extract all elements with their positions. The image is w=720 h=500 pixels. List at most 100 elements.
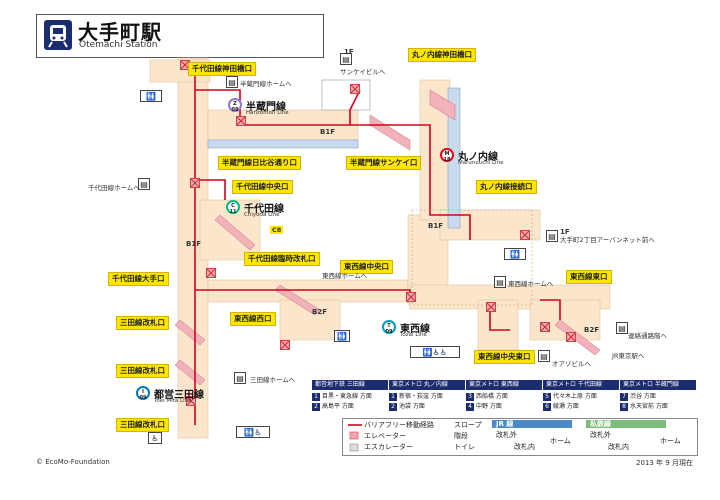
- legend-dest: 水天宮前 方面: [630, 403, 668, 410]
- legend-dest: 西船橋 方面: [476, 393, 508, 400]
- legend-num: 7: [620, 393, 628, 401]
- toilet-icon: 🚻♿: [236, 426, 270, 438]
- key-barrier-free: バリアフリー移動経路: [364, 421, 434, 429]
- note-sankei: サンケイビルへ: [340, 68, 386, 76]
- note-oazo: オアゾビルへ: [552, 360, 591, 368]
- note-renraku: 連絡通路階へ: [628, 332, 667, 340]
- exit-maru-kanda: 丸ノ内線神田橋口: [408, 48, 476, 62]
- marunouchi-line-en: Marunouchi Line: [458, 160, 504, 166]
- note-c8: C8: [270, 226, 284, 234]
- elevator-icon: [236, 116, 246, 126]
- exit-mita-3: 三田線改札口: [116, 418, 169, 432]
- elevator-sign-icon: ▤: [616, 322, 628, 334]
- exit-mita-2: 三田線改札口: [116, 364, 169, 378]
- legend-dest: 渋谷 方面: [630, 393, 656, 400]
- route-tozai-east: [489, 305, 510, 331]
- exit-tozai-west: 東西線西口: [230, 312, 276, 326]
- toilet-icon: 🚻: [334, 330, 350, 342]
- legend-num: 4: [466, 403, 474, 411]
- level-1f: 1F: [560, 228, 570, 236]
- legend-num: 8: [620, 403, 628, 411]
- legend-num: 5: [543, 393, 551, 401]
- mita-badge-icon: I 09: [136, 386, 150, 401]
- hanzomon-badge-icon: Z 08: [228, 98, 242, 113]
- station-name: 大手町駅: [78, 20, 162, 44]
- tozai-center-east: [477, 299, 519, 351]
- stairs-2: [429, 89, 456, 121]
- key-jr: JR 線: [496, 420, 514, 428]
- dotted-area: [411, 209, 533, 306]
- note-chiyoda-home: 千代田線ホームへ: [88, 184, 140, 192]
- elevator-sign-icon: ▤: [226, 76, 238, 88]
- elevator-icon: [186, 396, 196, 406]
- exit-mita-1: 三田線改札口: [116, 316, 169, 330]
- key-home: ホーム: [550, 437, 571, 445]
- hanzomon-line-en: Hanzomon Line: [246, 110, 289, 116]
- key-gate-in-private: 改札内: [608, 443, 629, 451]
- tozai-corridor: [207, 279, 409, 303]
- footer-date: 2013 年 9 月現在: [636, 459, 693, 467]
- elevator-icon: [206, 268, 216, 278]
- station-name-en: Otemachi Station: [79, 40, 158, 50]
- key-jr-bar: [492, 420, 572, 428]
- elevator-icon: [350, 84, 360, 94]
- tozai-line-name: 東西線: [400, 324, 430, 335]
- footer-copyright: © EcoMo-Foundation: [36, 458, 110, 466]
- key-toilet: トイレ: [454, 443, 475, 451]
- key-home-private: ホーム: [660, 437, 681, 445]
- key-gate-out-private: 改札外: [590, 431, 611, 439]
- legend-dest: 綾瀬 方面: [553, 403, 579, 410]
- legend-dest: 目黒・東急線 方面: [322, 393, 372, 400]
- mita-line-name: 都営三田線: [154, 390, 204, 401]
- legend-dest: 高島平 方面: [322, 403, 354, 410]
- key-stairs: 階段: [454, 432, 468, 440]
- elevator-icon: [520, 230, 530, 240]
- wheelchair-icon: ♿: [148, 432, 162, 444]
- exit-chiyoda-ote: 千代田線大手口: [108, 272, 169, 286]
- elevator-sign-icon: ▤: [138, 178, 150, 190]
- key-private-bar: [586, 420, 666, 428]
- legend-head: 都営地下鉄 三田線: [312, 380, 388, 390]
- toilet-icon: 🚻: [140, 90, 162, 102]
- level-b2f: B2F: [584, 326, 599, 334]
- legend-head: 東京メトロ 東西線: [466, 380, 542, 390]
- elevator-icon: [406, 292, 416, 302]
- station-icon: [44, 20, 72, 50]
- toilet-icon: 🚻♿♿: [410, 346, 460, 358]
- legend-dest: 代々木上原 方面: [553, 393, 597, 400]
- note-tozai-home-e: 東西線ホームへ: [508, 280, 554, 288]
- legend-head: 東京メトロ 丸ノ内線: [389, 380, 465, 390]
- legend-num: 2: [312, 403, 320, 411]
- elevator-sign-icon: ▤: [494, 276, 506, 288]
- stairs-4: [274, 284, 321, 316]
- key-gate-in: 改札内: [514, 443, 535, 451]
- elevator-sign-icon: ▤: [340, 53, 352, 65]
- elevator-icon: [280, 340, 290, 350]
- exit-chiyoda-temp: 千代田線臨時改札口: [244, 252, 320, 266]
- legend-num: 6: [543, 403, 551, 411]
- stairs-7: [174, 359, 206, 386]
- level-b1f: B1F: [428, 222, 443, 230]
- level-b2f: B2F: [312, 308, 327, 316]
- level-b1f: B1F: [186, 240, 201, 248]
- legend-dest: 池袋 方面: [399, 403, 425, 410]
- route-maru: [350, 124, 471, 240]
- elevator-icon: [486, 302, 496, 312]
- stairs-3: [214, 214, 256, 251]
- tozai-line-en: Tozai Line: [400, 332, 427, 338]
- exit-tozai-center-east: 東西線中央東口: [474, 350, 535, 364]
- exit-hibiya: 半蔵門線日比谷通り口: [218, 156, 301, 170]
- chiyoda-line-name: 千代田線: [244, 204, 284, 215]
- key-gate-out: 改札外: [496, 431, 517, 439]
- note-mita-home: 三田線ホームへ: [250, 376, 296, 384]
- east-exit-area: [529, 299, 601, 341]
- exit-chiyoda-center: 千代田線中央口: [232, 180, 293, 194]
- elevator-sign-icon: ▤: [538, 350, 550, 362]
- elevator-sign-icon: ▤: [546, 230, 558, 242]
